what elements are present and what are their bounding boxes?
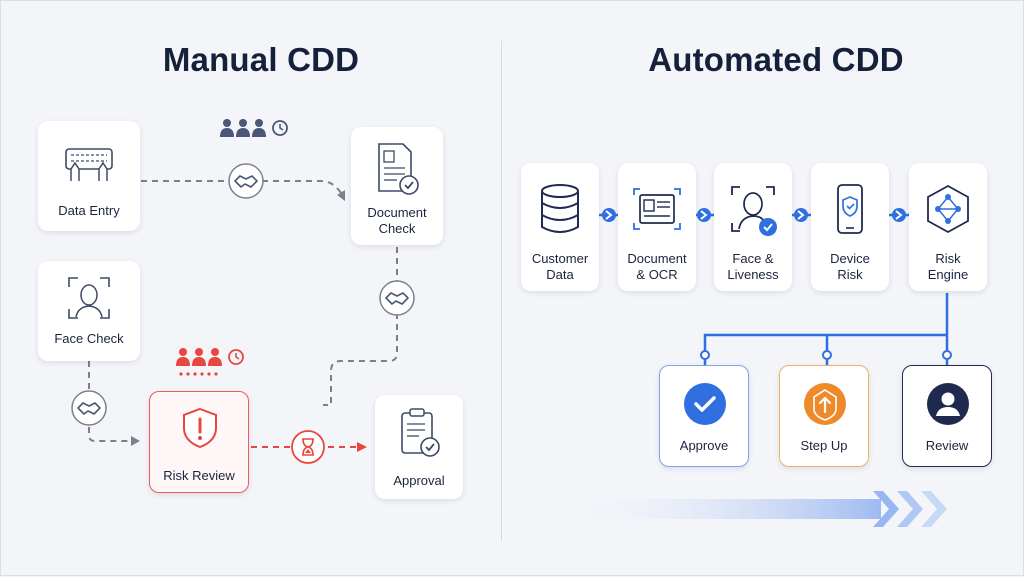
risk-review-label: Risk Review	[163, 468, 235, 483]
pipeline-step-face-liveness: Face & Liveness	[714, 163, 792, 291]
database-icon	[541, 184, 579, 233]
automated-cdd-title: Automated CDD	[648, 41, 904, 78]
outcome-label: Step Up	[800, 438, 848, 453]
outcome-step-up: Step Up	[779, 365, 869, 467]
arrow-up-circle-icon	[804, 383, 846, 425]
outcome-label: Review	[925, 438, 969, 453]
pipeline-chevron-3	[794, 208, 808, 222]
face-check-node: Face Check	[38, 261, 140, 361]
branch-node-stepup	[822, 350, 832, 360]
outcome-review: Review	[902, 365, 992, 467]
check-circle-icon	[684, 383, 726, 425]
section-divider	[501, 41, 502, 541]
clipboard-check-icon	[401, 408, 440, 457]
face-check-label: Face Check	[54, 331, 124, 346]
outcome-approve: Approve	[659, 365, 749, 467]
keyboard-hands-icon	[65, 148, 113, 181]
id-card-icon	[633, 188, 681, 230]
approval-label: Approval	[393, 473, 445, 488]
pipeline-chevron-1	[602, 208, 616, 222]
handshake-icon	[379, 280, 415, 316]
branch-node-review	[942, 350, 952, 360]
pipeline-label: Document & OCR	[627, 251, 687, 282]
pipeline-label: Customer Data	[531, 251, 589, 282]
user-circle-icon	[927, 383, 969, 425]
pipeline-label: Risk Engine	[927, 251, 969, 282]
data-entry-label: Data Entry	[58, 203, 120, 218]
arrowhead-risk	[131, 436, 140, 446]
arrowhead-document	[337, 190, 345, 201]
pipeline-step-document-ocr: Document & OCR	[618, 163, 696, 291]
pipeline-step-customer-data: Customer Data	[521, 163, 599, 291]
handshake-icon	[228, 163, 264, 199]
pipeline-label: Device Risk	[830, 251, 870, 282]
document-check-node: Document Check	[351, 127, 443, 245]
pipeline-step-risk-engine: Risk Engine	[909, 163, 987, 291]
connector-face-to-risk	[88, 361, 131, 442]
branch-node-approve	[700, 350, 710, 360]
outcome-label: Approve	[679, 438, 729, 453]
manual-cdd-title: Manual CDD	[162, 41, 360, 78]
risk-review-node: Risk Review	[149, 391, 249, 493]
hourglass-icon	[291, 430, 325, 464]
document-check-label: Document Check	[367, 205, 427, 236]
phone-shield-icon	[837, 184, 863, 234]
arrowhead-approval	[357, 442, 367, 452]
people-clock-icon	[220, 119, 288, 137]
connector-entry-to-document	[141, 180, 342, 194]
face-scan-icon	[68, 277, 110, 319]
shield-alert-icon	[183, 407, 217, 449]
pipeline-chevron-2	[697, 208, 711, 222]
people-clock-alert-icon	[176, 348, 244, 376]
pipeline-step-device-risk: Device Risk	[811, 163, 889, 291]
approval-node: Approval	[375, 395, 463, 499]
face-verify-icon	[731, 186, 777, 236]
pipeline-chevron-4	[892, 208, 906, 222]
network-hex-icon	[927, 184, 969, 234]
pipeline-label: Face & Liveness	[727, 251, 779, 282]
connector-document-down	[323, 247, 398, 406]
handshake-icon	[71, 390, 107, 426]
document-check-icon	[378, 143, 419, 195]
speed-streak-decoration	[561, 491, 947, 527]
data-entry-node: Data Entry	[38, 121, 140, 231]
